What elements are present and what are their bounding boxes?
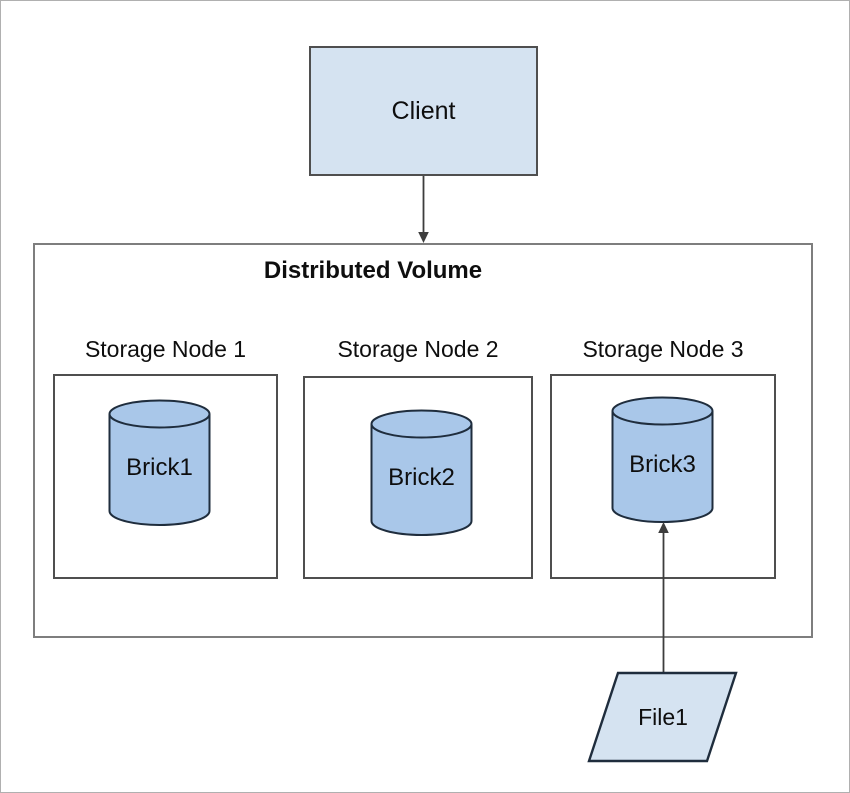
brick3-label: Brick3 (611, 396, 714, 524)
parallelogram-shape (587, 671, 738, 763)
brick1-label: Brick1 (108, 399, 211, 527)
storage-node-1-label: Storage Node 1 (84, 336, 247, 362)
brick3-cylinder-icon (611, 396, 714, 523)
arrow-down-icon (418, 232, 429, 243)
arrow-up-icon (658, 522, 669, 533)
brick2-cylinder-icon (370, 409, 473, 536)
cylinder-body (370, 424, 473, 536)
storage-node-2-label: Storage Node 2 (337, 336, 499, 362)
file1-parallelogram (587, 671, 738, 763)
brick2-label: Brick2 (370, 409, 473, 537)
file1-text: File1 (638, 704, 688, 730)
cylinder-top (370, 409, 473, 439)
client-label: Client (391, 96, 456, 125)
cylinder-body (611, 411, 714, 523)
volume-title: Distributed Volume (263, 257, 483, 284)
cylinder-top (611, 396, 714, 426)
storage-node-2-box (303, 376, 533, 579)
cylinder-top (108, 399, 211, 429)
storage-node-1-box (53, 374, 278, 579)
storage-node-3-label: Storage Node 3 (582, 336, 744, 362)
distributed-volume-box (33, 243, 813, 638)
brick3-text: Brick3 (629, 451, 696, 478)
client-box: Client (309, 46, 538, 176)
cylinder-body (108, 414, 211, 526)
brick2-text: Brick2 (388, 464, 455, 491)
brick1-text: Brick1 (126, 454, 193, 481)
brick1-cylinder-icon (108, 399, 211, 526)
file1-label: File1 (585, 671, 741, 764)
client-to-volume-arrow (418, 176, 429, 243)
file1-to-brick3-arrow (658, 522, 669, 674)
